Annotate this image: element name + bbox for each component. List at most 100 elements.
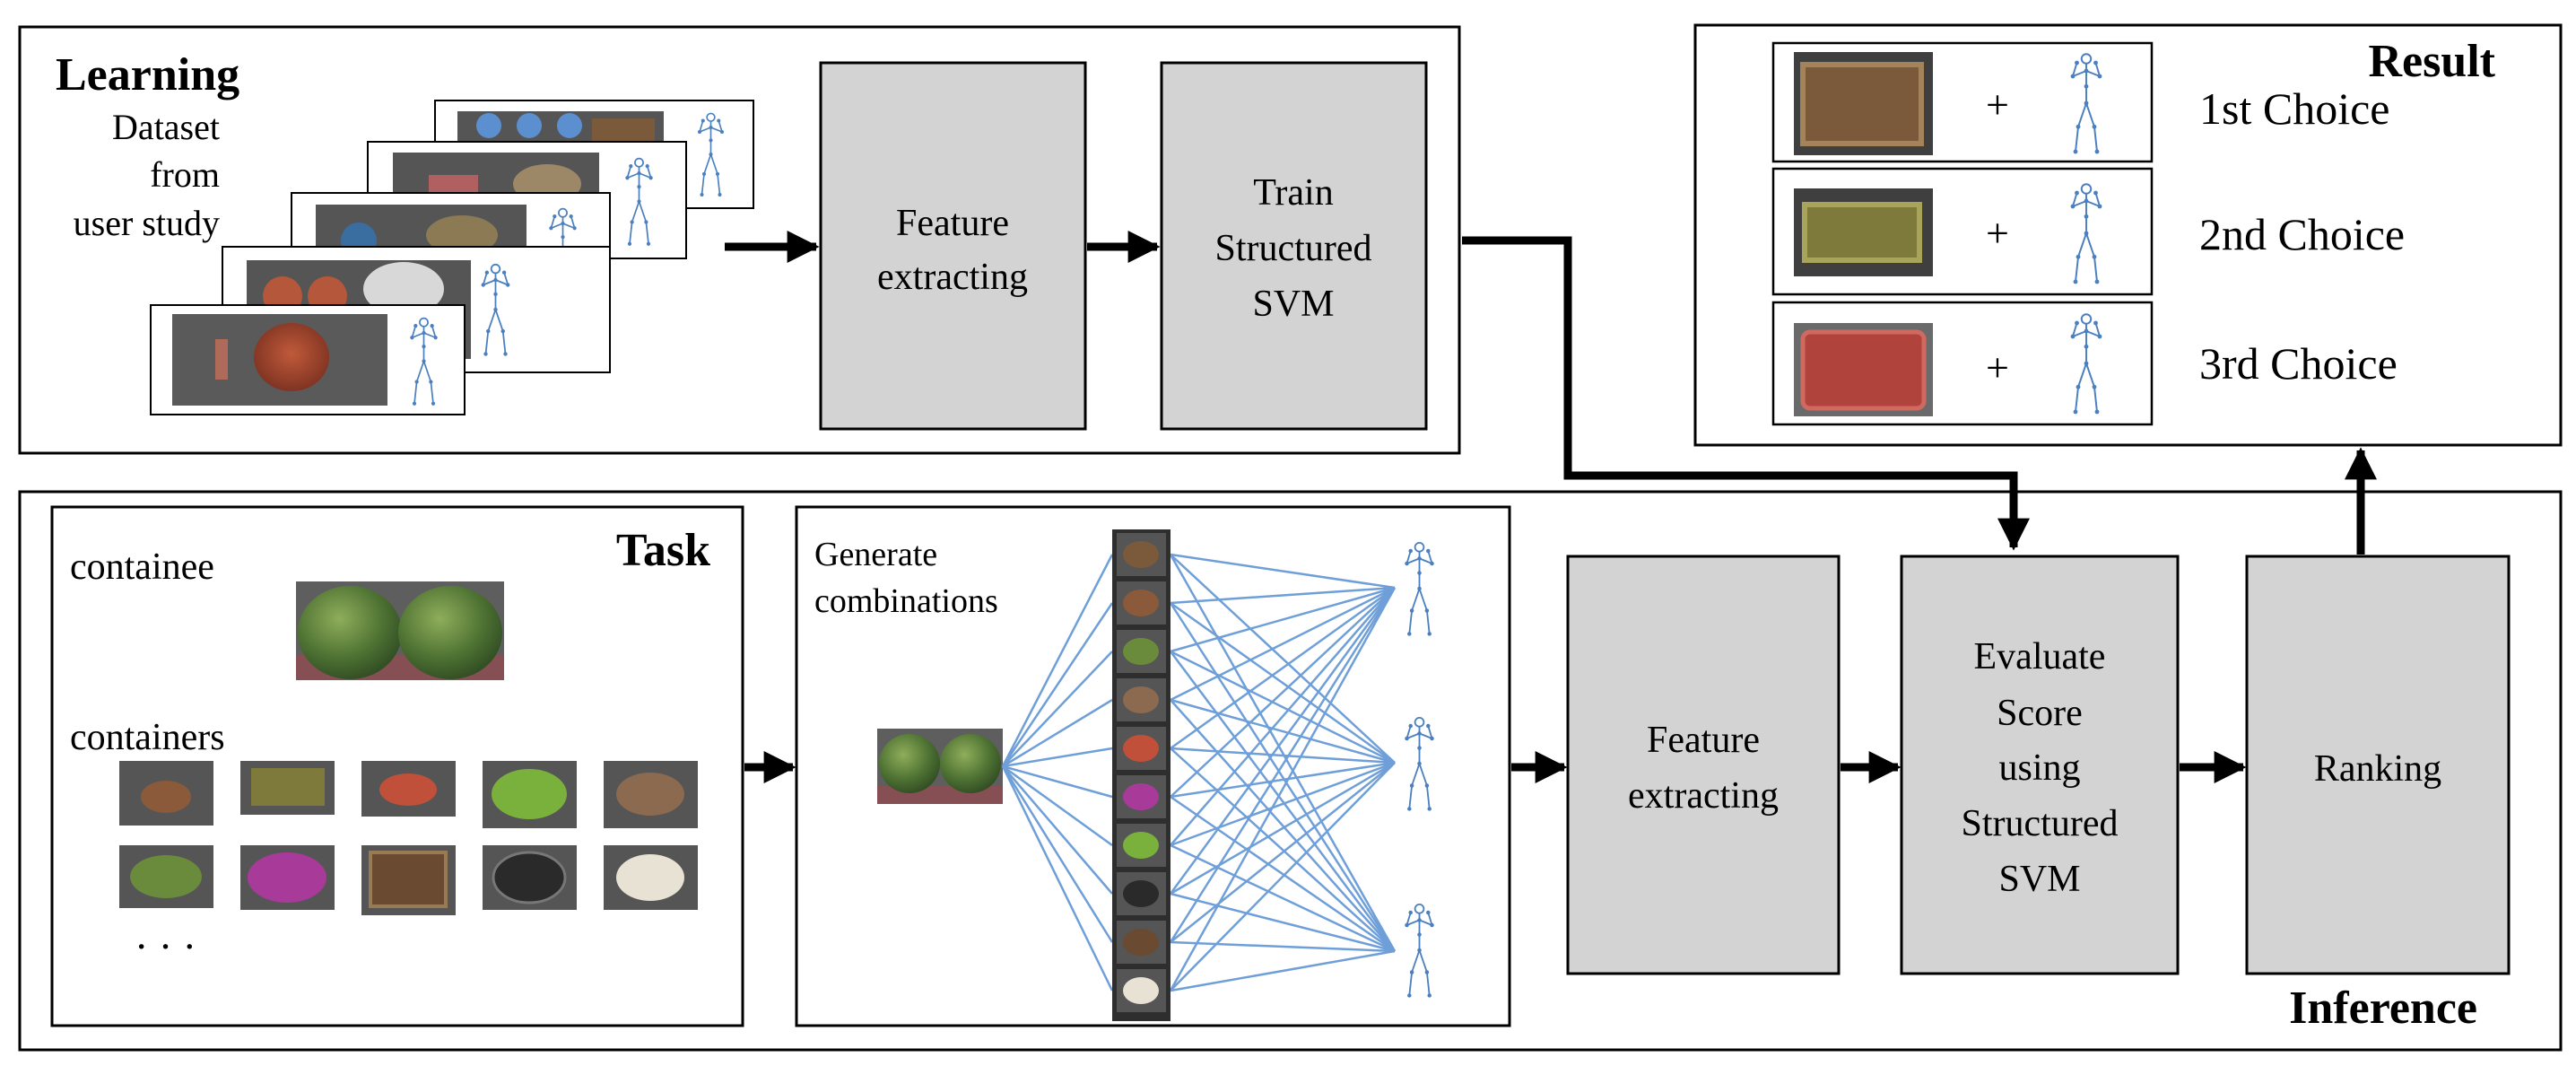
dataset-label-line1: Dataset (112, 107, 220, 147)
combination-line (1170, 699, 1396, 952)
result-plus-1: + (1986, 82, 2009, 127)
evaluate-line1: Evaluate (1974, 636, 2106, 677)
learning-feature-extracting-box: Feature extracting (819, 61, 1087, 431)
inference-panel: Inference Task containee containers (18, 490, 2563, 1052)
combination-line (1170, 940, 1396, 953)
train-structured-svm-box: Train Structured SVM (1160, 61, 1428, 431)
evaluate-score-box: Evaluate Score using Structured SVM (1900, 555, 2180, 975)
dataset-label-line2: from (150, 154, 220, 195)
combination-line (1170, 601, 1396, 765)
inference-feature-line2: extracting (1628, 775, 1779, 817)
combination-lines (1001, 553, 1397, 992)
column-container-thumb (1123, 638, 1159, 665)
combination-line (1170, 795, 1396, 953)
combination-line (1170, 587, 1396, 798)
column-container-thumb (1123, 977, 1159, 1004)
dataset-label-line3: user study (74, 203, 220, 243)
arrow-train-to-evaluate (1462, 236, 2030, 551)
combination-line (1002, 765, 1113, 847)
inference-title: Inference (2289, 983, 2477, 1034)
combination-line (1170, 761, 1396, 896)
combination-line (1170, 650, 1396, 765)
combination-line (1002, 698, 1113, 768)
combination-line (1170, 843, 1396, 953)
evaluate-line4: Structured (1962, 803, 2119, 844)
ranking-label: Ranking (2314, 748, 2441, 790)
inference-feature-extracting-box: Feature extracting (1566, 555, 1841, 975)
combination-line (1170, 761, 1396, 799)
task-title: Task (616, 525, 710, 576)
column-container-thumb (1123, 880, 1159, 907)
column-container-thumb (1123, 735, 1159, 762)
result-row-2: + 2nd Choice (1771, 167, 2405, 296)
combination-line (1170, 698, 1396, 765)
result-choice-2: 2nd Choice (2199, 209, 2405, 259)
train-line3: SVM (1252, 284, 1334, 325)
evaluate-line3: using (1998, 747, 2080, 789)
combination-line (1001, 602, 1114, 767)
combination-line (1169, 587, 1397, 943)
learning-feature-line1: Feature (896, 203, 1009, 244)
combination-line (1170, 761, 1396, 847)
column-container-thumb (1123, 541, 1159, 568)
container-grid (119, 761, 698, 915)
combination-line (1170, 586, 1396, 702)
combination-line (1002, 765, 1113, 895)
containers-label: containers (70, 717, 225, 758)
combination-line (1170, 586, 1396, 750)
generate-combinations-box: Generate combinations (795, 505, 1511, 1027)
container-column (1112, 529, 1171, 1021)
learning-panel: Learning Dataset from user study (18, 25, 1461, 455)
task-box: Task containee containers (50, 505, 744, 1027)
dataset-card-1 (150, 304, 466, 415)
combination-line (1169, 587, 1397, 992)
result-row-1: + 1st Choice (1771, 41, 2389, 163)
evaluate-line5: SVM (1998, 859, 2080, 900)
generate-containee-image (877, 729, 1003, 804)
inference-feature-line1: Feature (1647, 720, 1760, 761)
result-plus-3: + (1986, 345, 2009, 390)
result-row-3: + 3rd Choice (1771, 301, 2398, 426)
combination-line (1170, 587, 1396, 846)
combination-line (1169, 587, 1397, 895)
train-line1: Train (1253, 172, 1333, 214)
result-panel: Result + 1st Choice + 2nd Choice + 3rd C… (1693, 23, 2563, 447)
combination-line (1001, 765, 1114, 992)
combination-line (1170, 554, 1396, 764)
combination-line (1002, 765, 1113, 799)
result-title: Result (2368, 36, 2495, 87)
containee-image (296, 581, 504, 680)
combination-line (1001, 554, 1114, 767)
learning-title: Learning (56, 49, 239, 100)
generate-line2: combinations (814, 582, 998, 620)
combination-line (1170, 949, 1396, 992)
generate-line1: Generate (814, 536, 937, 573)
containers-ellipsis: · · · (135, 923, 196, 969)
column-container-thumb (1123, 783, 1159, 810)
combination-line (1170, 762, 1396, 992)
combination-line (1170, 586, 1396, 605)
result-choice-1: 1st Choice (2199, 83, 2389, 134)
combination-line (1170, 747, 1396, 952)
evaluate-line2: Score (1997, 693, 2083, 734)
column-container-thumb (1123, 832, 1159, 859)
combination-line (1002, 651, 1113, 767)
combination-line (1169, 602, 1397, 952)
combination-line (1002, 747, 1113, 768)
column-container-thumb (1123, 929, 1159, 956)
combination-line (1170, 892, 1396, 953)
column-container-thumb (1123, 686, 1159, 713)
combination-line (1169, 651, 1397, 952)
combination-line (1170, 553, 1396, 590)
combination-line (1170, 747, 1396, 765)
combination-line (1170, 586, 1396, 653)
combination-line (1169, 554, 1397, 952)
combination-line (1170, 762, 1396, 943)
column-container-thumb (1123, 590, 1159, 616)
dataset-card-stack (150, 100, 754, 415)
result-plus-2: + (1986, 210, 2009, 256)
learning-feature-line2: extracting (877, 257, 1028, 298)
train-line2: Structured (1215, 228, 1372, 269)
containee-label: containee (70, 546, 214, 588)
